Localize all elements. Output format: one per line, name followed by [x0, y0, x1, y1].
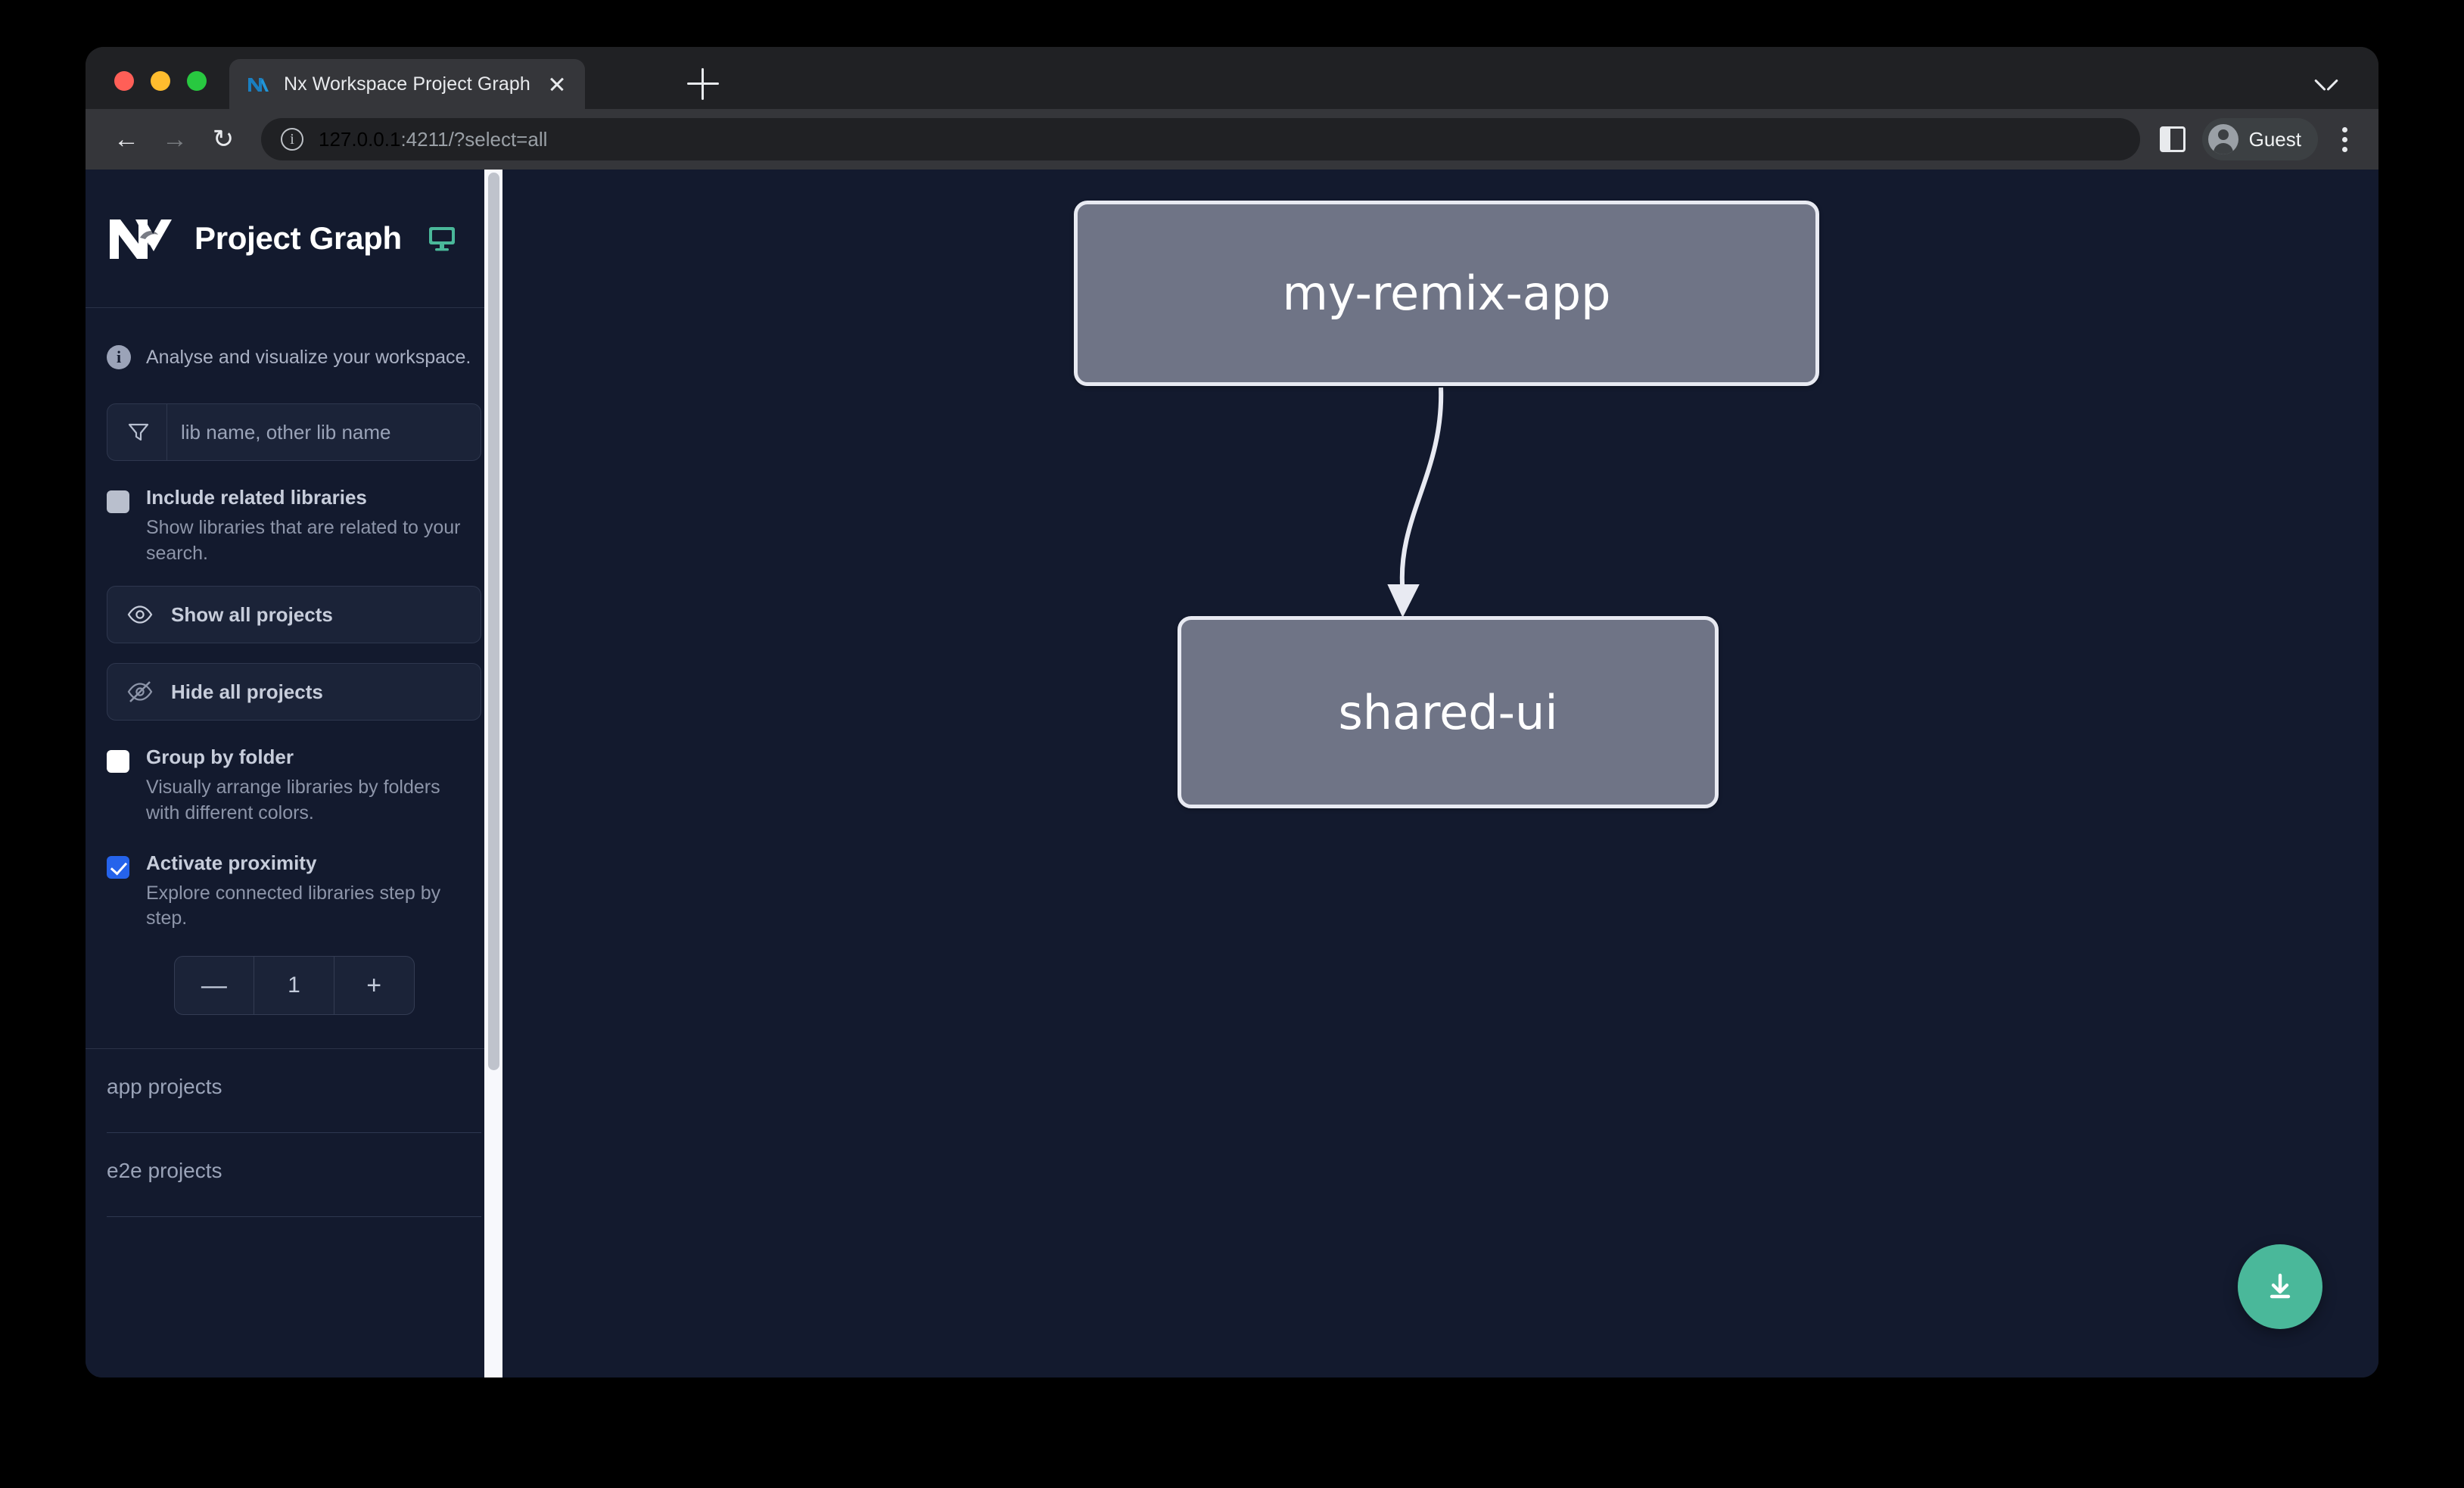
page-title: Project Graph — [194, 220, 402, 256]
option-label: Activate proximity — [146, 851, 317, 874]
tab-strip: Nx Workspace Project Graph — [86, 47, 2378, 109]
chevron-down-icon[interactable] — [2315, 79, 2338, 92]
section-divider — [86, 1048, 502, 1050]
option-label: Include related libraries — [146, 486, 367, 509]
sidebar-section-app-projects[interactable]: app projects — [86, 1049, 502, 1116]
section-rule — [107, 1132, 481, 1134]
option-group-by-folder[interactable]: Group by folder Visually arrange librari… — [107, 746, 481, 826]
section-rule — [107, 1216, 481, 1218]
address-bar[interactable]: 127.0.0.1:4211/?select=all — [261, 118, 2140, 160]
graph-node-my-remix-app[interactable]: my-remix-app — [1074, 201, 1819, 386]
option-text-group: Include related libraries Show libraries… — [146, 486, 471, 566]
download-graph-button[interactable] — [2238, 1244, 2322, 1329]
window-traffic-lights — [114, 71, 207, 91]
graph-node-label: my-remix-app — [1282, 266, 1611, 321]
browser-tab[interactable]: Nx Workspace Project Graph — [229, 59, 585, 109]
side-panel-icon[interactable] — [2159, 126, 2186, 152]
sidebar-body: Include related libraries Show libraries… — [86, 384, 502, 1016]
option-text-group: Group by folder Visually arrange librari… — [146, 746, 471, 826]
nx-logo-icon — [107, 215, 173, 262]
nx-logo-icon — [246, 72, 270, 96]
search-box[interactable] — [107, 403, 481, 461]
search-divider — [166, 404, 167, 460]
reload-icon[interactable]: ↻ — [202, 118, 244, 160]
close-icon[interactable] — [544, 71, 570, 97]
sidebar-header: Project Graph — [86, 170, 502, 307]
browser-toolbar: ← → ↻ 127.0.0.1:4211/?select=all Guest — [86, 109, 2378, 170]
section-label: e2e projects — [107, 1159, 222, 1183]
avatar-icon — [2207, 124, 2238, 154]
workspace-note: Analyse and visualize your workspace. — [86, 308, 502, 384]
sidebar-sections: app projects e2e projects — [86, 1048, 502, 1218]
sidebar-scrollbar[interactable] — [484, 170, 502, 1377]
url-path: :4211/?select=all — [400, 127, 548, 151]
arrow-left-icon[interactable]: ← — [105, 118, 148, 160]
monitor-icon[interactable] — [428, 226, 456, 251]
maximize-window-button[interactable] — [187, 71, 207, 91]
option-activate-proximity[interactable]: Activate proximity Explore connected lib… — [107, 851, 481, 932]
kebab-menu-icon[interactable] — [2332, 121, 2359, 157]
minimize-window-button[interactable] — [151, 71, 170, 91]
option-label: Group by folder — [146, 746, 294, 769]
sidebar-section-e2e-projects[interactable]: e2e projects — [86, 1133, 502, 1200]
filter-funnel-icon — [127, 422, 150, 443]
profile-chip[interactable]: Guest — [2201, 118, 2318, 160]
option-include-related-libraries[interactable]: Include related libraries Show libraries… — [107, 486, 481, 566]
section-label: app projects — [107, 1075, 222, 1099]
info-circle-icon[interactable] — [281, 128, 303, 151]
project-graph-canvas[interactable]: my-remix-app shared-ui — [502, 170, 2378, 1377]
search-input[interactable] — [167, 420, 481, 444]
back-glyph: ← — [114, 125, 139, 154]
proximity-increment-button[interactable]: + — [334, 957, 414, 1014]
option-description: Show libraries that are related to your … — [146, 516, 461, 564]
show-all-projects-label: Show all projects — [171, 602, 333, 626]
info-icon — [107, 345, 131, 369]
show-all-projects-button[interactable]: Show all projects — [107, 586, 481, 644]
close-window-button[interactable] — [114, 71, 134, 91]
browser-window: Nx Workspace Project Graph ← → ↻ 127.0.0… — [86, 47, 2378, 1377]
url-text: 127.0.0.1:4211/?select=all — [319, 128, 547, 151]
url-host: 127.0.0.1 — [319, 127, 401, 151]
edge-arrowhead — [1387, 584, 1420, 618]
graph-node-label: shared-ui — [1338, 684, 1558, 740]
reload-glyph: ↻ — [212, 125, 235, 154]
sidebar-divider — [86, 307, 502, 308]
hide-all-projects-label: Hide all projects — [171, 680, 323, 703]
profile-label: Guest — [2248, 127, 2301, 151]
download-icon — [2262, 1268, 2298, 1306]
option-description: Visually arrange libraries by folders wi… — [146, 777, 440, 824]
option-text-group: Activate proximity Explore connected lib… — [146, 851, 471, 932]
tab-title: Nx Workspace Project Graph — [284, 73, 530, 95]
arrow-right-icon[interactable]: → — [154, 118, 196, 160]
proximity-stepper: — 1 + — [173, 956, 415, 1016]
plus-icon[interactable] — [687, 68, 719, 100]
option-description: Explore connected libraries step by step… — [146, 882, 441, 929]
checkbox-group-by-folder[interactable] — [107, 750, 129, 774]
hide-all-projects-button[interactable]: Hide all projects — [107, 663, 481, 721]
forward-glyph: → — [162, 125, 188, 154]
scrollbar-thumb[interactable] — [488, 173, 499, 1070]
workspace-note-text: Analyse and visualize your workspace. — [146, 346, 471, 368]
proximity-value: 1 — [254, 957, 334, 1015]
graph-node-shared-ui[interactable]: shared-ui — [1178, 616, 1719, 808]
proximity-decrement-button[interactable]: — — [175, 957, 254, 1014]
eye-icon — [127, 602, 153, 627]
eye-off-icon — [127, 679, 153, 705]
page-content: Project Graph Analyse and visualize your… — [86, 170, 2378, 1377]
checkbox-include-related-libraries[interactable] — [107, 490, 129, 513]
edge-my-remix-app-to-shared-ui — [1399, 387, 1444, 591]
sidebar: Project Graph Analyse and visualize your… — [86, 170, 502, 1377]
checkbox-activate-proximity[interactable] — [107, 855, 129, 879]
